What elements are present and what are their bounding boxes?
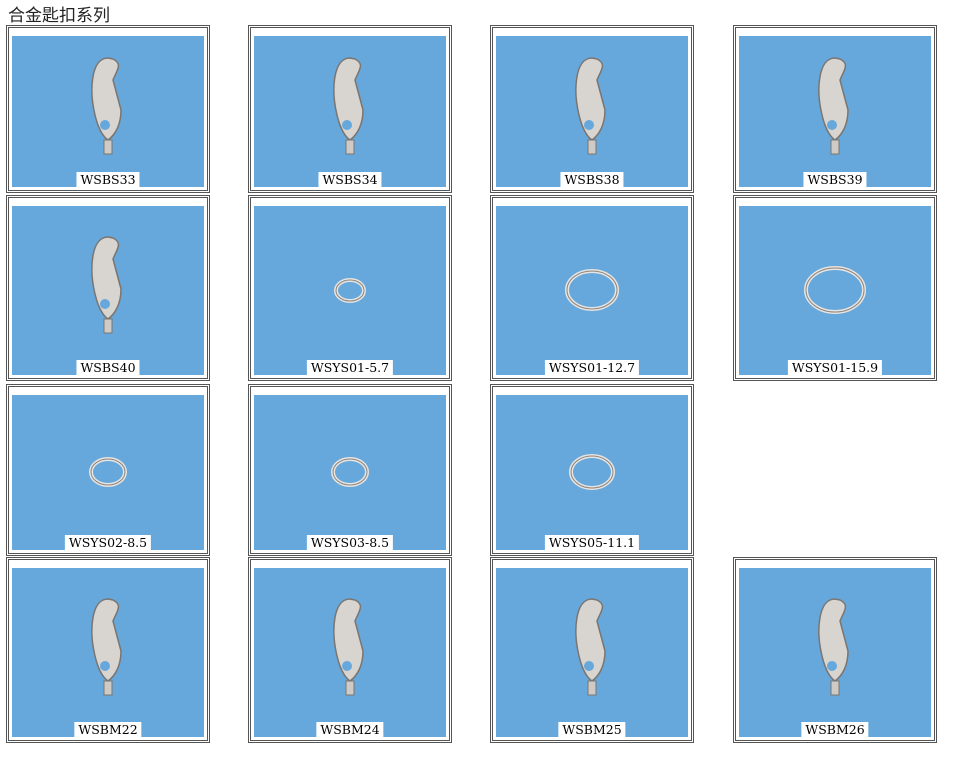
snap-hook-icon (575, 598, 606, 696)
product-image[interactable]: WSBM25 (496, 568, 688, 737)
product-code-label: WSBM26 (801, 722, 869, 737)
lobster-clasp-icon (333, 57, 364, 155)
ring-icon (89, 457, 127, 487)
product-image[interactable]: WSBS40 (12, 206, 204, 375)
product-code-label: WSYS03-8.5 (306, 535, 394, 550)
product-image[interactable]: WSYS03-8.5 (254, 395, 446, 550)
product-code-label: WSBS33 (76, 172, 140, 187)
snap-hook-icon (91, 598, 122, 696)
ring-icon (804, 266, 866, 314)
product-code-label: WSBM25 (558, 722, 626, 737)
ring-icon (334, 277, 366, 303)
product-image[interactable]: WSBM24 (254, 568, 446, 737)
product-card[interactable]: WSBM26 (733, 557, 937, 743)
product-code-label: WSBS39 (803, 172, 867, 187)
product-code-label: WSYS05-11.1 (544, 535, 640, 550)
snap-hook-icon (818, 598, 849, 696)
product-card[interactable]: WSYS05-11.1 (490, 384, 694, 556)
product-code-label: WSBS40 (76, 360, 140, 375)
product-code-label: WSBM22 (74, 722, 142, 737)
snap-hook-icon (333, 598, 364, 696)
snap-hook-icon (91, 57, 122, 155)
product-image[interactable]: WSBM22 (12, 568, 204, 737)
product-card[interactable]: WSYS01-5.7 (248, 195, 452, 381)
ring-icon (331, 457, 369, 487)
product-code-label: WSYS02-8.5 (64, 535, 152, 550)
product-code-label: WSBS38 (560, 172, 624, 187)
product-code-label: WSYS01-5.7 (306, 360, 394, 375)
product-image[interactable]: WSYS01-5.7 (254, 206, 446, 375)
product-code-label: WSYS01-15.9 (787, 360, 883, 375)
product-card[interactable]: WSYS01-15.9 (733, 195, 937, 381)
product-code-label: WSYS01-12.7 (544, 360, 640, 375)
product-image[interactable]: WSBS38 (496, 36, 688, 187)
product-card[interactable]: WSBM22 (6, 557, 210, 743)
product-card[interactable]: WSYS01-12.7 (490, 195, 694, 381)
product-image[interactable]: WSYS01-12.7 (496, 206, 688, 375)
snap-hook-icon (575, 57, 606, 155)
page-title: 合金匙扣系列 (8, 6, 110, 26)
product-image[interactable]: WSBS39 (739, 36, 931, 187)
ring-icon (565, 269, 619, 311)
product-image[interactable]: WSYS05-11.1 (496, 395, 688, 550)
product-card[interactable]: WSBM24 (248, 557, 452, 743)
product-image[interactable]: WSYS01-15.9 (739, 206, 931, 375)
product-card[interactable]: WSBS40 (6, 195, 210, 381)
product-card[interactable]: WSYS02-8.5 (6, 384, 210, 556)
lobster-clasp-icon (818, 57, 849, 155)
product-card[interactable]: WSBS33 (6, 25, 210, 193)
product-card[interactable]: WSYS03-8.5 (248, 384, 452, 556)
product-image[interactable]: WSBM26 (739, 568, 931, 737)
product-image[interactable]: WSYS02-8.5 (12, 395, 204, 550)
product-card[interactable]: WSBS39 (733, 25, 937, 193)
product-card[interactable]: WSBS38 (490, 25, 694, 193)
swivel-clasp-icon (91, 236, 122, 334)
product-card[interactable]: WSBM25 (490, 557, 694, 743)
product-image[interactable]: WSBS33 (12, 36, 204, 187)
product-image[interactable]: WSBS34 (254, 36, 446, 187)
product-code-label: WSBM24 (316, 722, 384, 737)
product-card[interactable]: WSBS34 (248, 25, 452, 193)
ring-icon (569, 454, 615, 490)
product-code-label: WSBS34 (318, 172, 382, 187)
